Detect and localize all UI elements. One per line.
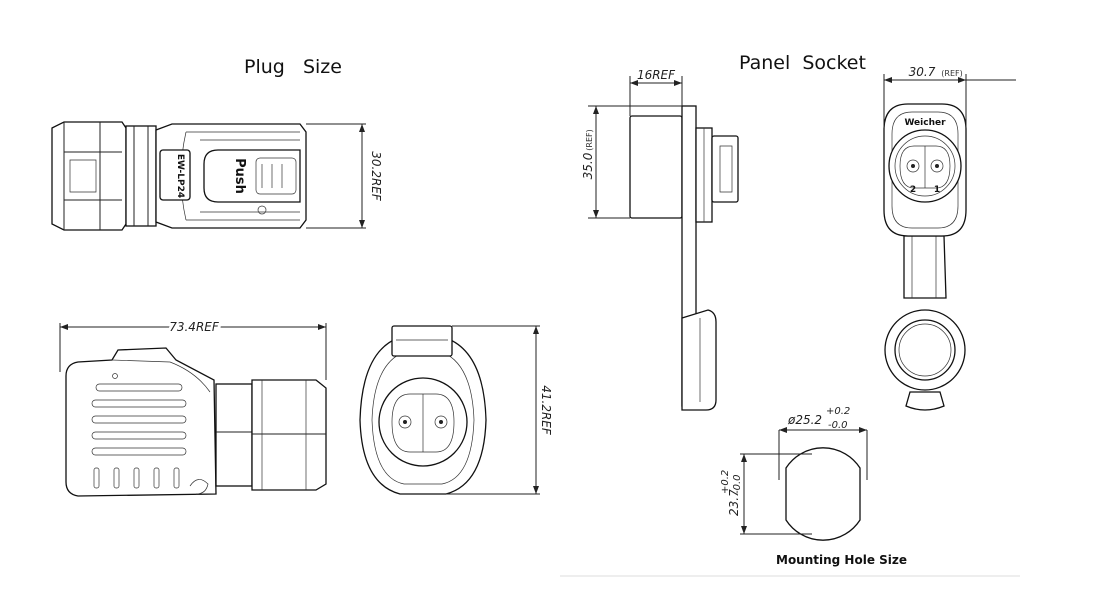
plug-side-view bbox=[59, 323, 327, 497]
mounting-hole-caption: Mounting Hole Size bbox=[776, 553, 908, 567]
brand-logo: Weicher bbox=[904, 118, 946, 128]
socket-side-view bbox=[588, 76, 739, 411]
dim-plug-front: 41.2REF bbox=[539, 385, 553, 436]
pin-label-1: 1 bbox=[934, 185, 940, 195]
pin-label-2: 2 bbox=[910, 185, 916, 195]
dim-socket-width: 30.7 bbox=[909, 65, 936, 79]
plug-size-title: Plug Size bbox=[244, 56, 342, 78]
dim-hole-flat-tol-plus: +0.2 bbox=[720, 470, 731, 494]
dim-socket-width-note: (REF) bbox=[941, 69, 962, 78]
dim-hole-flat-tol-minus: -0.0 bbox=[732, 474, 743, 494]
push-label: Push bbox=[232, 158, 247, 194]
dim-plug-length: 73.4REF bbox=[169, 320, 220, 334]
socket-front-view bbox=[883, 74, 1016, 411]
dim-hole-dia-tol-minus: -0.0 bbox=[828, 420, 848, 431]
dim-plug-height: 30.2REF bbox=[369, 151, 383, 202]
plug-model-label: EW-LP24 bbox=[175, 154, 185, 198]
dim-socket-depth: 16REF bbox=[637, 68, 676, 82]
dim-hole-flat: 23.7 bbox=[727, 489, 741, 516]
dim-hole-dia-tol-plus: +0.2 bbox=[826, 406, 850, 417]
dim-hole-diameter: ø25.2 bbox=[787, 413, 822, 427]
plug-top-view bbox=[51, 121, 366, 231]
panel-socket-title: Panel Socket bbox=[739, 52, 866, 74]
mounting-hole-view bbox=[740, 427, 868, 541]
dim-socket-height: 35.0 bbox=[581, 152, 595, 179]
dim-socket-height-note: (REF) bbox=[585, 129, 594, 150]
plug-front-view bbox=[359, 325, 540, 495]
